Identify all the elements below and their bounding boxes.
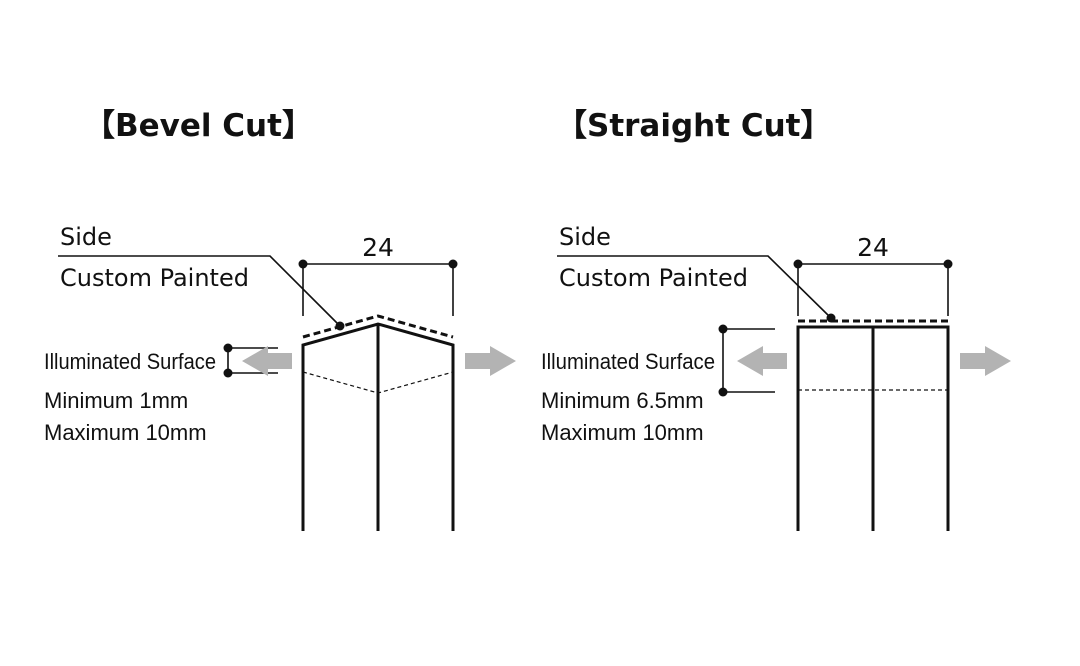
straight-illuminated-bracket xyxy=(718,324,775,397)
straight-dimension-value: 24 xyxy=(857,233,889,262)
straight-right-light-arrow-icon xyxy=(960,346,1011,376)
bevel-dimension xyxy=(298,259,458,316)
straight-maximum: Maximum 10mm xyxy=(541,420,704,445)
bevel-minimum: Minimum 1mm xyxy=(44,388,188,413)
straight-letter-profile xyxy=(796,319,950,531)
bevel-maximum: Maximum 10mm xyxy=(44,420,207,445)
bevel-dimension-value: 24 xyxy=(362,233,394,262)
bevel-surface-label: Illuminated Surface xyxy=(44,349,216,374)
straight-title: 【Straight Cut】 xyxy=(556,108,832,144)
straight-dimension xyxy=(793,259,953,316)
bevel-illuminated-bracket xyxy=(223,343,278,378)
straight-left-light-arrow-icon xyxy=(737,346,787,376)
straight-surface-label: Illuminated Surface xyxy=(541,349,715,374)
bevel-right-light-arrow-icon xyxy=(465,346,516,376)
straight-minimum: Minimum 6.5mm xyxy=(541,388,704,413)
bevel-letter-profile xyxy=(301,314,455,531)
bevel-cut-panel: 【Bevel Cut】 Side Custom Painted 24 xyxy=(44,108,516,531)
bevel-painted-label: Custom Painted xyxy=(60,264,249,292)
bevel-left-light-arrow-icon xyxy=(242,346,292,376)
straight-cut-panel: 【Straight Cut】 Side Custom Painted 24 xyxy=(541,108,1011,531)
bevel-side-label: Side xyxy=(60,223,112,251)
straight-side-label: Side xyxy=(559,223,611,251)
bevel-title: 【Bevel Cut】 xyxy=(84,108,313,144)
straight-painted-label: Custom Painted xyxy=(559,264,748,292)
